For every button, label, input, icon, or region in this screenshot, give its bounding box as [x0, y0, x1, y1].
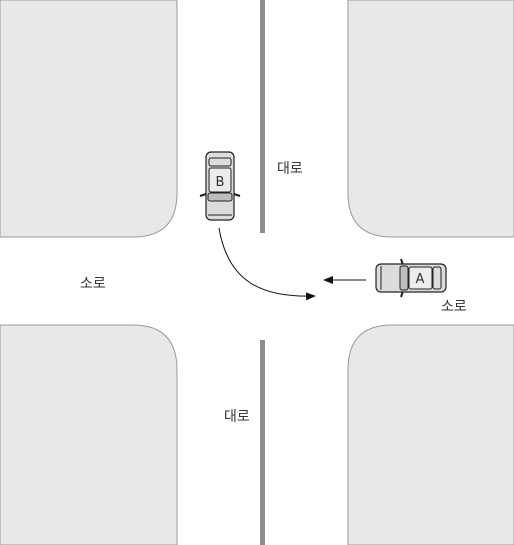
vehicle-b-mirror-left	[199, 193, 207, 197]
vehicle-b-mirror-right	[233, 193, 241, 197]
vehicle-b-label: B	[216, 175, 225, 190]
vehicle-b-roof	[208, 167, 232, 193]
main-road-label-bottom: 대로	[224, 409, 250, 425]
vehicle-b-windshield	[207, 192, 233, 202]
main-road-label-top: 대로	[277, 161, 303, 177]
minor-road-label-left: 소로	[80, 276, 106, 292]
vehicle-b-rear-window	[208, 157, 232, 167]
block-bottom-right	[347, 324, 514, 545]
vehicle-a-rear-window	[432, 266, 442, 290]
block-top-left	[0, 0, 178, 238]
vehicle-a-roof	[408, 266, 433, 290]
vehicle-a-windshield	[399, 265, 409, 291]
block-top-right	[347, 0, 514, 238]
center-line-top	[260, 0, 265, 233]
vehicle-a-label: A	[416, 272, 425, 287]
minor-road-label-right: 소로	[441, 299, 467, 315]
center-line-bottom	[260, 340, 265, 545]
vehicle-b: B	[199, 151, 241, 221]
vehicle-a: A	[375, 258, 447, 298]
block-bottom-left	[0, 324, 178, 545]
vehicle-b-turn-arrow	[218, 227, 316, 301]
